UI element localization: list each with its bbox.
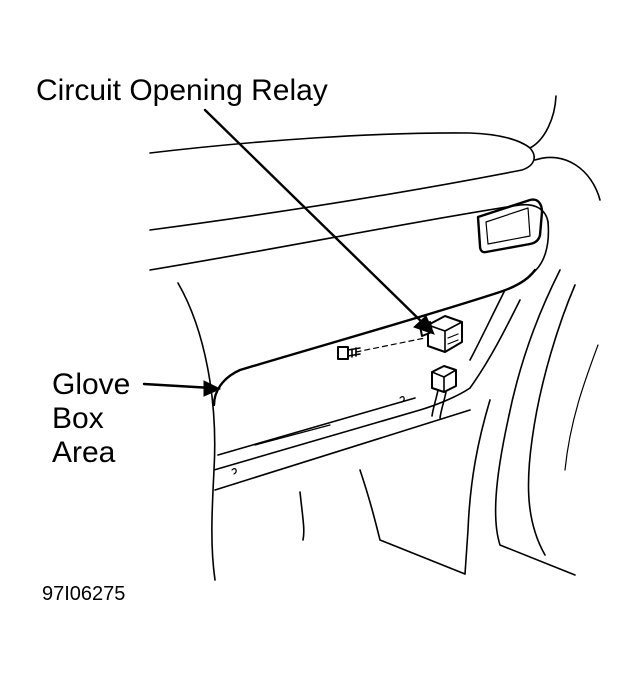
relay-arrow-head bbox=[413, 315, 435, 335]
dashboard-drawing bbox=[149, 95, 601, 581]
wire-2 bbox=[439, 391, 447, 419]
relay-arrow-line bbox=[203, 108, 430, 330]
glovebox-left-curve bbox=[177, 282, 216, 581]
relay-connector bbox=[431, 365, 457, 419]
glove-label-line-2: Box bbox=[52, 402, 104, 435]
glovebox-panel-line-3 bbox=[254, 424, 331, 446]
figure-id: 97I06275 bbox=[42, 583, 125, 605]
connector-top bbox=[431, 369, 457, 393]
door-panel-line bbox=[564, 344, 599, 471]
bolt-head bbox=[337, 346, 349, 360]
door-outer-curve bbox=[527, 284, 576, 556]
glove-arrow-head bbox=[203, 380, 222, 397]
console-left bbox=[299, 491, 305, 541]
dash-lower-face bbox=[149, 203, 549, 271]
dash-top-edge bbox=[149, 132, 531, 154]
pillar-outer bbox=[529, 95, 557, 149]
relay-detail bbox=[447, 333, 459, 345]
glovebox-upper-edge bbox=[212, 268, 537, 407]
glovebox-panel-line-2 bbox=[217, 397, 416, 456]
console-right bbox=[464, 399, 491, 575]
pillar-curve bbox=[534, 156, 601, 201]
glovebox-bottom-edge bbox=[214, 409, 471, 491]
callout-arrows bbox=[142, 108, 435, 397]
relay-top-edge bbox=[427, 321, 463, 353]
door-inner-curve bbox=[494, 269, 576, 576]
dash-top-curve bbox=[149, 147, 535, 231]
relay-label: Circuit Opening Relay bbox=[36, 74, 328, 107]
latch-mark-right bbox=[399, 396, 405, 403]
glove-label-line-1: Glove bbox=[52, 368, 130, 401]
bolt-dash-path bbox=[355, 337, 426, 353]
latch-mark-left bbox=[231, 468, 237, 475]
wire-1 bbox=[431, 389, 439, 417]
bolt-shaft bbox=[347, 347, 361, 358]
glove-arrow-line bbox=[142, 382, 214, 390]
vent-inner bbox=[485, 207, 531, 245]
vent-outline bbox=[476, 198, 544, 254]
glovebox-panel-line-1 bbox=[213, 387, 471, 471]
console-lower bbox=[359, 469, 466, 575]
pillar-upper-right bbox=[529, 221, 550, 276]
dash-right-diagonal-1 bbox=[469, 299, 521, 389]
glove-label-line-3: Area bbox=[52, 436, 116, 469]
mounting-bolt bbox=[337, 337, 426, 360]
dash-right-diagonal-2 bbox=[469, 289, 506, 361]
